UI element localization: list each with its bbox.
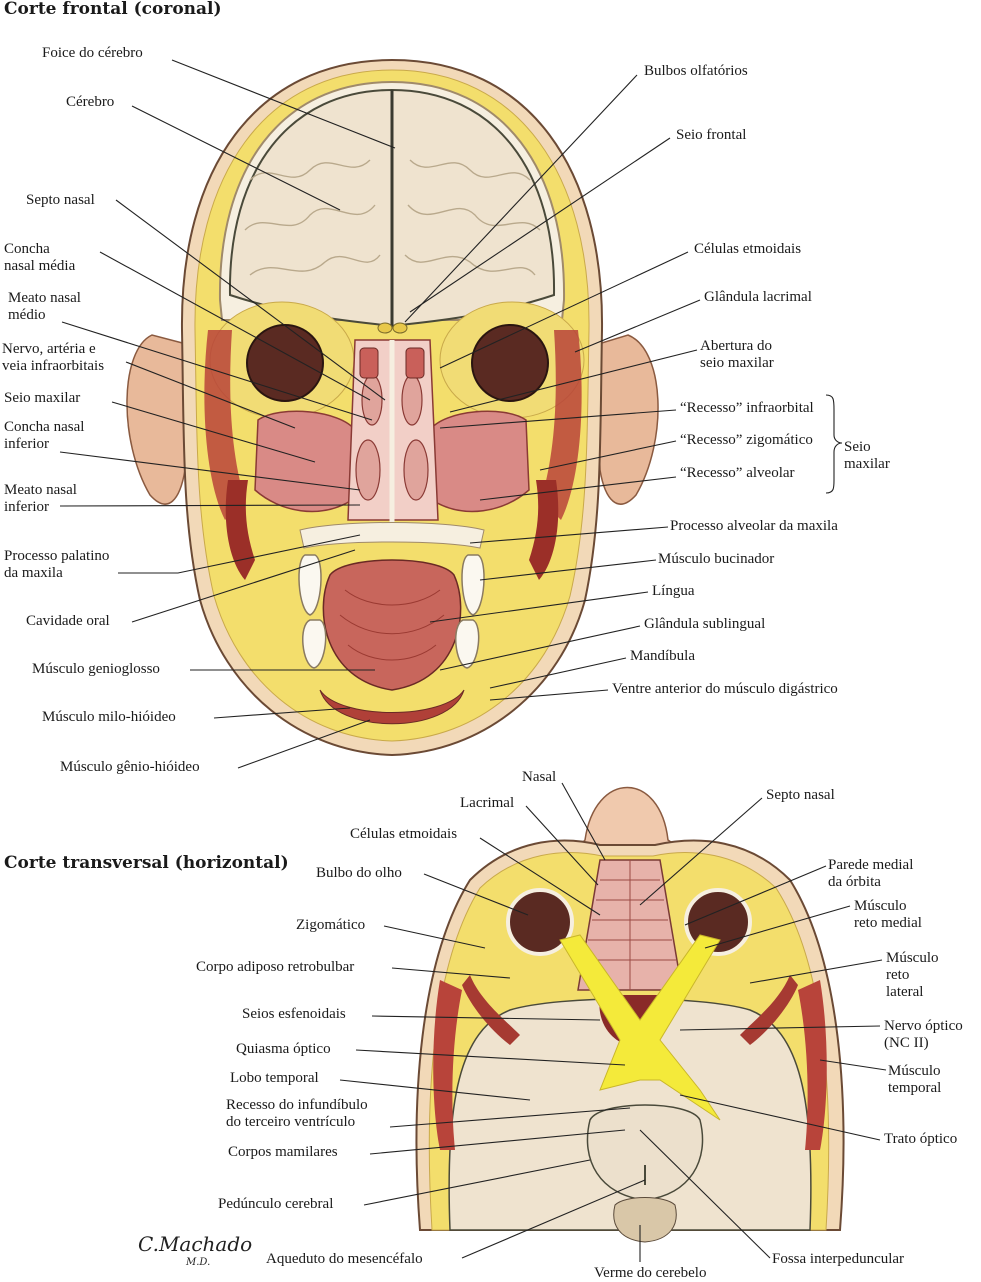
label-abertura-seio: Abertura do seio maxilar <box>700 338 774 371</box>
leader-lines <box>59 59 887 1262</box>
lateral-rectus-left <box>462 975 520 1045</box>
label-bulbo-olho: Bulbo do olho <box>316 865 402 881</box>
right-masseter <box>529 480 559 580</box>
label-nervo-infraorbital: Nervo, artéria e veia infraorbitais <box>2 341 105 374</box>
label-digastrico: Ventre anterior do músculo digástrico <box>612 681 838 697</box>
label-trato-optico: Trato óptico <box>884 1131 958 1147</box>
coronal-section <box>126 58 659 757</box>
label-glandula-lacrimal: Glândula lacrimal <box>704 289 812 305</box>
ethmoid-cells <box>359 347 425 379</box>
artist-signature: C.Machado <box>138 1232 253 1256</box>
label-meato-medio: Meato nasal médio <box>8 290 81 323</box>
label-bucinador: Músculo bucinador <box>658 551 775 567</box>
label-recesso-zigomatico: “Recesso” zigomático <box>680 432 813 448</box>
label-seio-maxilar: Seio maxilar <box>4 390 81 406</box>
olfactory-bulb-left <box>377 322 393 334</box>
label-temporal: Músculo temporal <box>888 1063 942 1096</box>
label-lacrimal: Lacrimal <box>460 795 515 811</box>
label-verme: Verme do cerebelo <box>594 1265 707 1281</box>
label-pedunculo: Pedúnculo cerebral <box>218 1196 334 1212</box>
label-meato-inferior: Meato nasal inferior <box>4 482 77 515</box>
transverse-temporal-left <box>433 980 462 1150</box>
cerebral-gyri <box>244 159 541 276</box>
midbrain <box>586 1104 704 1201</box>
label-processo-alveolar: Processo alveolar da maxila <box>670 518 838 534</box>
teeth <box>298 554 485 669</box>
cerebellar-vermis <box>613 1197 677 1243</box>
left-maxillary-sinus <box>254 410 356 513</box>
transverse-ethmoid-cells <box>584 860 676 990</box>
olfactory-bulb-right <box>392 322 408 334</box>
label-zigomatico: Zigomático <box>296 917 366 933</box>
label-reto-lateral: Músculo reto lateral <box>886 950 939 1000</box>
label-corpo-adiposo: Corpo adiposo retrobulbar <box>196 959 355 975</box>
label-reto-medial: Músculo reto medial <box>854 898 922 931</box>
label-cavidade-oral: Cavidade oral <box>26 613 110 629</box>
label-transverse-celulas-etmoidais: Células etmoidais <box>350 826 458 842</box>
transverse-section <box>415 786 845 1243</box>
label-parede-medial: Parede medial da órbita <box>828 857 914 890</box>
label-recesso-infraorbital: “Recesso” infraorbital <box>680 400 814 416</box>
left-eyeball <box>246 324 324 402</box>
title-transverse: Corte transversal (horizontal) <box>4 853 289 873</box>
label-cerebro: Cérebro <box>66 94 115 110</box>
label-celulas-etmoidais: Células etmoidais <box>694 241 802 257</box>
label-processo-palatino: Processo palatino da maxila <box>4 548 110 581</box>
label-milo-hioideo: Músculo milo-hióideo <box>42 709 176 725</box>
label-nasal: Nasal <box>522 769 557 785</box>
right-eyeball <box>471 324 549 402</box>
left-ear <box>126 334 191 505</box>
label-glandula-sublingual: Glândula sublingual <box>644 616 766 632</box>
optic-pathway <box>559 934 721 1121</box>
transverse-eye-left <box>506 888 574 956</box>
label-seios-esfenoidais: Seios esfenoidais <box>242 1006 346 1022</box>
left-lateral-muscle <box>204 330 245 520</box>
label-lingua: Língua <box>652 583 695 599</box>
label-aqueduto: Aqueduto do mesencéfalo <box>266 1251 423 1267</box>
title-frontal: Corte frontal (coronal) <box>4 0 222 19</box>
right-ear <box>594 334 659 505</box>
lateral-rectus-right <box>740 975 798 1045</box>
label-transverse-septo-nasal: Septo nasal <box>766 787 835 803</box>
label-quiasma: Quiasma óptico <box>236 1041 331 1057</box>
label-concha-inferior: Concha nasal inferior <box>4 419 85 452</box>
label-recesso-infundibulo: Recesso do infundíbulo do terceiro ventr… <box>226 1097 368 1130</box>
right-lateral-muscle <box>541 330 582 520</box>
transverse-temporal-right <box>798 980 827 1150</box>
tongue-fibers <box>339 589 445 661</box>
label-concha-media: Concha nasal média <box>4 241 76 274</box>
label-bulbos-olfatorios: Bulbos olfatórios <box>644 63 748 79</box>
label-nervo-optico: Nervo óptico (NC II) <box>884 1018 963 1051</box>
label-fossa-interpeduncular: Fossa interpeduncular <box>772 1251 905 1267</box>
label-seio-frontal: Seio frontal <box>676 127 747 143</box>
label-mandibula: Mandíbula <box>630 648 695 664</box>
label-foice: Foice do cérebro <box>42 45 143 61</box>
label-genio-hioideo: Músculo gênio-hióideo <box>60 759 200 775</box>
tongue <box>322 559 462 691</box>
label-corpos-mamilares: Corpos mamilares <box>228 1144 338 1160</box>
label-genioglosso: Músculo genioglosso <box>32 661 160 677</box>
floor-of-mouth-muscles <box>319 689 465 725</box>
label-seio-maxilar-group: Seio maxilar <box>844 439 890 472</box>
label-septo-nasal: Septo nasal <box>26 192 95 208</box>
label-recesso-alveolar: “Recesso” alveolar <box>680 465 795 481</box>
palate <box>299 522 485 549</box>
label-lobo-temporal: Lobo temporal <box>230 1070 319 1086</box>
artist-signature-suffix: M.D. <box>186 1257 211 1268</box>
